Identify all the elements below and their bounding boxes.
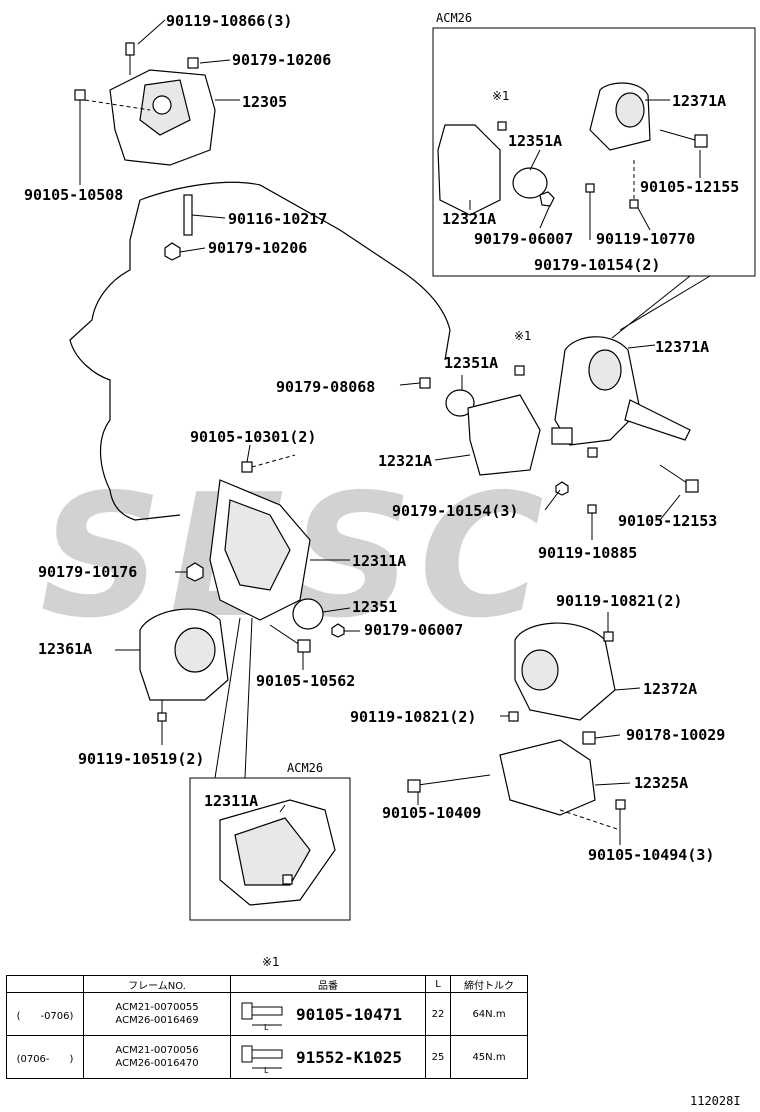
label-12351: 12351: [352, 598, 397, 616]
parts-diagram: SESC ACM26 ACM26: [24, 11, 756, 921]
label-90105-12153: 90105-12153: [618, 512, 717, 530]
acm26-inset-bottom: [189, 777, 351, 921]
mount-12305-drawing: [74, 42, 216, 166]
row1-period: ( -0706): [6, 992, 84, 1036]
inset-bottom-title: ACM26: [287, 761, 323, 775]
header-length: L: [425, 975, 451, 993]
flange-bolt-icon: L: [241, 1002, 283, 1031]
row2-torque: 45N.m: [450, 1035, 528, 1079]
acm26-inset-top: [432, 27, 756, 277]
row2-period: (0706- ): [6, 1035, 84, 1079]
row2-frame1: ACM21-0070056: [115, 1045, 199, 1056]
label-90119-10885: 90119-10885: [538, 544, 637, 562]
label-90179-10206-a: 90179-10206: [232, 51, 331, 69]
row2-frame2: ACM26-0016470: [115, 1058, 199, 1069]
label-12321A: 12321A: [378, 452, 432, 470]
label-90105-10562: 90105-10562: [256, 672, 355, 690]
engine-top-edge: [129, 199, 141, 241]
row1-frame2: ACM26-0016469: [115, 1015, 199, 1026]
label-12351A-inset: 12351A: [508, 132, 562, 150]
label-90119-10770: 90119-10770: [596, 230, 695, 248]
label-12311A-inset: 12311A: [204, 792, 258, 810]
row2-frames: ACM21-0070056 ACM26-0016470: [83, 1035, 231, 1079]
label-90179-08068: 90179-08068: [276, 378, 375, 396]
acm26-inset-parts: [437, 82, 708, 240]
table-row: (0706- ) ACM21-0070056 ACM26-0016470 L 9…: [6, 1035, 528, 1079]
center-bracket-drawing: [186, 454, 345, 653]
label-90179-10176: 90179-10176: [38, 563, 137, 581]
row2-length-mark: L: [264, 1066, 269, 1074]
flange-bolt-icon: L: [241, 1045, 283, 1074]
label-90119-10821-top: 90119-10821(2): [556, 592, 682, 610]
leader-lines: [79, 19, 701, 845]
table-row: ( -0706) ACM21-0070055 ACM26-0016469 L 9…: [6, 992, 528, 1036]
label-12311A: 12311A: [352, 552, 406, 570]
label-90105-10301: 90105-10301(2): [190, 428, 316, 446]
row1-frame1: ACM21-0070055: [115, 1002, 199, 1013]
engine-outline: [69, 181, 451, 521]
header-frame: フレームNO.: [83, 975, 231, 993]
label-90119-10519: 90119-10519(2): [78, 750, 204, 768]
header-period: [6, 975, 84, 993]
header-torque: 締付トルク: [450, 975, 528, 993]
bolt-spec-table: フレームNO. 品番 L 締付トルク ( -0706) ACM21-007005…: [6, 975, 528, 1079]
left-mount-drawing: [139, 608, 229, 722]
label-12351A: 12351A: [444, 354, 498, 372]
row2-part-number: 91552-K1025: [296, 1047, 402, 1067]
label-90105-10409: 90105-10409: [382, 804, 481, 822]
label-90179-10206-b: 90179-10206: [208, 239, 307, 257]
inset-top-title: ACM26: [436, 11, 472, 25]
label-90119-10866: 90119-10866(3): [166, 12, 292, 30]
label-90178-10029: 90178-10029: [626, 726, 725, 744]
label-90179-06007-inset: 90179-06007: [474, 230, 573, 248]
label-12371A: 12371A: [655, 338, 709, 356]
label-90116-10217: 90116-10217: [228, 210, 327, 228]
ref-mark-inset: ※1: [492, 89, 510, 103]
label-90119-10821-bottom: 90119-10821(2): [350, 708, 476, 726]
row1-part-number: 90105-10471: [296, 1004, 402, 1024]
row2-part-cell: L 91552-K1025: [230, 1035, 426, 1079]
label-12325A: 12325A: [634, 774, 688, 792]
label-90105-10494: 90105-10494(3): [588, 846, 714, 864]
label-90105-10508: 90105-10508: [24, 186, 123, 204]
inset-bracket-drawing: [219, 799, 336, 906]
label-90179-10154-2: 90179-10154(2): [534, 256, 660, 274]
table-header-row: フレームNO. 品番 L 締付トルク: [6, 975, 528, 993]
header-part: 品番: [230, 975, 426, 993]
ref-mark-main: ※1: [514, 329, 532, 343]
row2-length: 25: [425, 1035, 451, 1079]
right-mount-drawing: [419, 336, 699, 514]
label-12305: 12305: [242, 93, 287, 111]
label-12321A-inset: 12321A: [442, 210, 496, 228]
label-90105-12155: 90105-12155: [640, 178, 739, 196]
row1-frames: ACM21-0070055 ACM26-0016469: [83, 992, 231, 1036]
row1-length: 22: [425, 992, 451, 1036]
row1-torque: 64N.m: [450, 992, 528, 1036]
label-12361A: 12361A: [38, 640, 92, 658]
table-ref-mark: ※1: [262, 955, 280, 969]
rear-mount-drawing: [407, 622, 626, 831]
row1-length-mark: L: [264, 1023, 269, 1031]
label-12372A: 12372A: [643, 680, 697, 698]
row1-part-cell: L 90105-10471: [230, 992, 426, 1036]
label-90179-10154-3: 90179-10154(3): [392, 502, 518, 520]
figure-number: 112028I: [690, 1094, 741, 1108]
label-12371A-inset: 12371A: [672, 92, 726, 110]
label-90179-06007: 90179-06007: [364, 621, 463, 639]
